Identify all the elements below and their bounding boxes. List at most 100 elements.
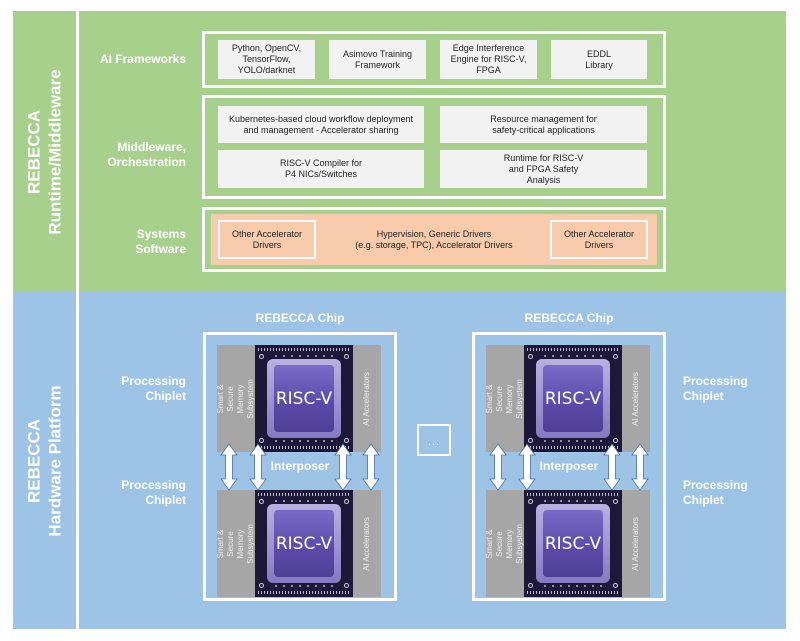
risc-v-die: RISC-V	[524, 345, 622, 452]
die-dots	[275, 355, 333, 357]
memory-subsystem-label: Smart & Secure Memory Subsystem	[485, 523, 524, 564]
memory-subsystem-panel: Smart & Secure Memory Subsystem	[216, 345, 255, 452]
die-dots	[275, 585, 333, 587]
die-pins	[527, 348, 619, 351]
risc-v-core: RISC-V	[274, 365, 334, 432]
double-arrow-icon	[362, 443, 380, 491]
ai-accelerators-panel: AI Accelerators	[353, 490, 381, 597]
die-screw	[613, 438, 618, 443]
die-dots	[544, 355, 602, 357]
die-pins	[527, 446, 619, 449]
processing-label-line1: Processing	[683, 374, 748, 388]
middleware-frame	[202, 95, 666, 199]
interposer-label: Interposer	[539, 459, 599, 473]
middleware-box: RISC-V Compiler for P4 NICs/Switches	[218, 150, 424, 188]
chip-title: REBECCA Chip	[524, 311, 614, 325]
processing-chiplet-label-left-top: Processing Chiplet	[121, 374, 186, 404]
memory-subsystem-label: Smart & Secure Memory Subsystem	[216, 523, 255, 564]
runtime-side-title: REBECCA Runtime/Middleware	[13, 11, 76, 292]
chip-frame	[472, 332, 666, 601]
core-frame: RISC-V	[267, 504, 341, 583]
ai-framework-box: Asimovo Training Framework	[329, 40, 426, 79]
core-frame: RISC-V	[536, 504, 610, 583]
ai-frameworks-frame	[202, 31, 666, 88]
ai-accelerators-label: AI Accelerators	[362, 371, 371, 426]
ai-accelerators-label: AI Accelerators	[362, 516, 371, 571]
double-arrow-icon	[518, 443, 536, 491]
risc-v-die: RISC-V	[524, 490, 622, 597]
more-chips-ellipsis: ...	[417, 424, 451, 456]
systems-software-label: Systems Software	[135, 227, 186, 257]
ai-accelerators-label: AI Accelerators	[631, 371, 640, 426]
die-screw	[613, 354, 618, 359]
middleware-label: Middleware, Orchestration	[107, 140, 186, 170]
die-screw	[259, 438, 264, 443]
processing-chiplet-label-right-top: Processing Chiplet	[683, 374, 748, 404]
double-arrow-icon	[631, 443, 649, 491]
double-arrow-icon	[220, 443, 238, 491]
interposer-label: Interposer	[270, 459, 330, 473]
die-pins	[527, 493, 619, 496]
generic-drivers-text: Hypervision, Generic Drivers (e.g. stora…	[330, 220, 538, 259]
die-dots	[544, 440, 602, 442]
risc-v-die: RISC-V	[255, 345, 353, 452]
risc-v-core: RISC-V	[274, 510, 334, 577]
die-screw	[528, 438, 533, 443]
other-accelerator-drivers-left: Other Accelerator Drivers	[218, 220, 316, 259]
ai-framework-box: Python, OpenCV, TensorFlow, YOLO/darknet	[218, 40, 315, 79]
runtime-title-line2: Runtime/Middleware	[45, 68, 65, 235]
die-screw	[528, 499, 533, 504]
die-screw	[528, 583, 533, 588]
processing-label-line2: Chiplet	[145, 389, 186, 403]
risc-v-core: RISC-V	[543, 510, 603, 577]
generic-drivers-line2: (e.g. storage, TPC), Accelerator Drivers	[355, 239, 513, 250]
die-screw	[344, 583, 349, 588]
risc-v-die: RISC-V	[255, 490, 353, 597]
die-pins	[258, 348, 350, 351]
die-dots	[544, 500, 602, 502]
die-dots	[275, 500, 333, 502]
die-pins	[527, 591, 619, 594]
chip-frame	[203, 332, 397, 601]
other-accelerator-drivers-right: Other Accelerator Drivers	[550, 220, 648, 259]
die-dots	[544, 585, 602, 587]
band-divider	[76, 11, 79, 629]
chip-title: REBECCA Chip	[255, 311, 345, 325]
memory-subsystem-panel: Smart & Secure Memory Subsystem	[485, 345, 524, 452]
core-frame: RISC-V	[536, 359, 610, 438]
ai-accelerators-panel: AI Accelerators	[622, 345, 650, 452]
systems-software-frame	[202, 207, 666, 272]
processing-chiplet-label-right-bottom: Processing Chiplet	[683, 478, 748, 508]
processing-label-line2: Chiplet	[683, 493, 724, 507]
ai-accelerators-label: AI Accelerators	[631, 516, 640, 571]
die-screw	[259, 499, 264, 504]
core-frame: RISC-V	[267, 359, 341, 438]
ai-frameworks-label: AI Frameworks	[99, 52, 186, 66]
die-screw	[344, 438, 349, 443]
die-screw	[344, 354, 349, 359]
hardware-title-line1: REBECCA	[24, 418, 44, 503]
memory-subsystem-label: Smart & Secure Memory Subsystem	[216, 378, 255, 419]
systems-software-panel	[211, 214, 657, 265]
processing-label-line1: Processing	[121, 478, 186, 492]
ai-framework-box: Edge Interference Engine for RISC-V, FPG…	[440, 40, 537, 79]
memory-subsystem-panel: Smart & Secure Memory Subsystem	[485, 490, 524, 597]
systems-software-label-line2: Software	[135, 242, 186, 256]
die-screw	[344, 499, 349, 504]
die-dots	[275, 440, 333, 442]
processing-label-line2: Chiplet	[145, 493, 186, 507]
middleware-label-line2: Orchestration	[107, 155, 186, 169]
ai-framework-box: EDDL Library	[551, 40, 647, 79]
ai-accelerators-panel: AI Accelerators	[353, 345, 381, 452]
die-screw	[528, 354, 533, 359]
hardware-title-line2: Hardware Platform	[45, 384, 65, 537]
systems-software-label-line1: Systems	[136, 227, 186, 241]
die-screw	[259, 583, 264, 588]
die-screw	[613, 499, 618, 504]
runtime-title-line1: REBECCA	[24, 109, 44, 194]
hardware-side-title: REBECCA Hardware Platform	[13, 292, 76, 629]
hardware-platform-band	[13, 292, 786, 629]
memory-subsystem-label: Smart & Secure Memory Subsystem	[485, 378, 524, 419]
risc-v-core: RISC-V	[543, 365, 603, 432]
processing-label-line2: Chiplet	[683, 389, 724, 403]
